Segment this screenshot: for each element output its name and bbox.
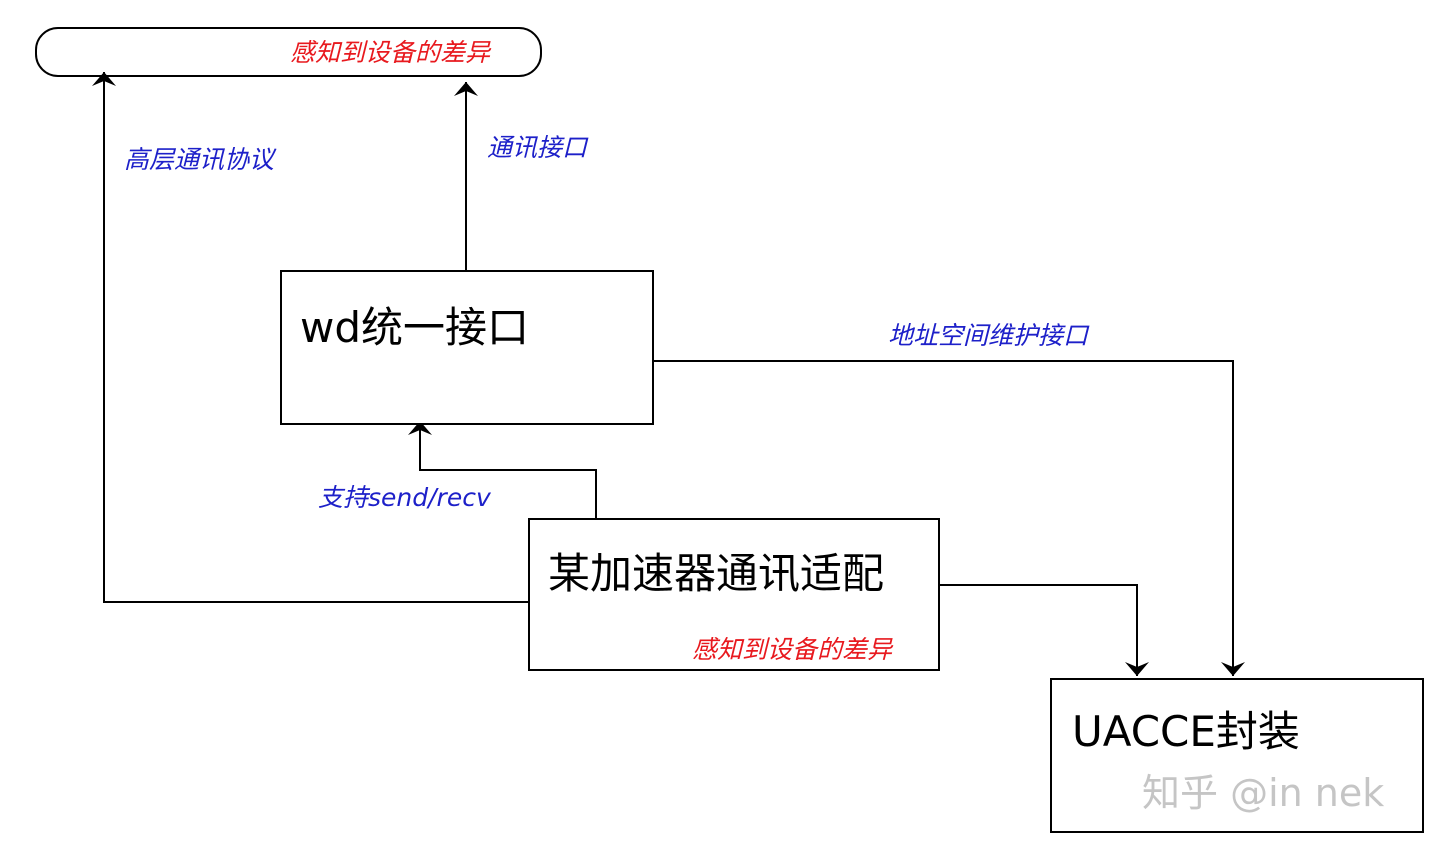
wd-box-label: wd统一接口 [300,303,530,352]
edge-high-level-protocol [92,72,529,603]
top-rounded-box [35,27,542,77]
uacce-box-label: UACCE封装 [1072,707,1300,756]
edge-address-space-interface [654,360,1245,676]
zhihu-watermark: 知乎 @in nek [1142,771,1385,815]
edge-label-support-send-recv: 支持send/recv [318,483,491,512]
uacce-box: UACCE封装 知乎 @in nek [1050,678,1424,833]
wd-unified-interface-box: wd统一接口 [280,270,654,425]
edge-adapter-to-uacce [940,584,1149,676]
adapter-box-label: 某加速器通讯适配 [548,549,885,598]
edge-label-address-space-interface: 地址空间维护接口 [888,321,1089,350]
edge-label-high-level-protocol: 高层通讯协议 [124,145,275,174]
top-box-label: 感知到设备的差异 [290,38,491,67]
edge-label-comm-interface: 通讯接口 [487,133,588,162]
adapter-box-note: 感知到设备的差异 [692,635,893,664]
accelerator-adapter-box: 某加速器通讯适配 感知到设备的差异 [528,518,940,671]
edge-support-send-recv [408,421,597,519]
